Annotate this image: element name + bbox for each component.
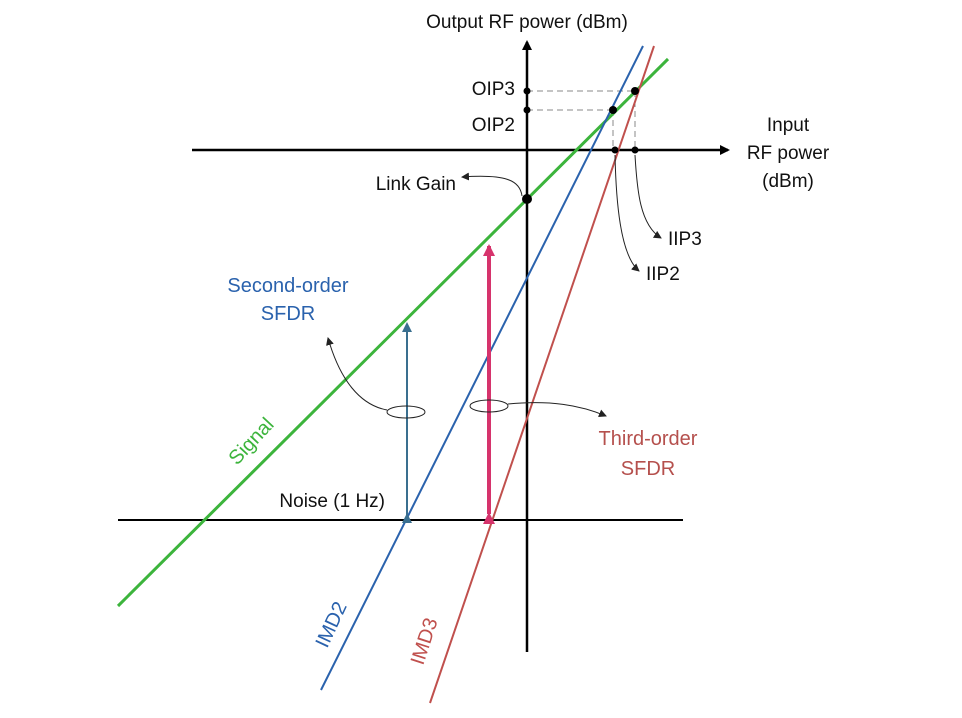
- x-axis-label-line3: (dBm): [762, 171, 814, 192]
- imd3-line: [429, 45, 655, 704]
- third-order-sfdr-marker: [469, 399, 509, 413]
- second-order-intercept-point: [609, 106, 617, 114]
- second-order-callout: [326, 337, 388, 411]
- iip3-point: [631, 146, 639, 154]
- third-order-sfdr-label-line2: SFDR: [621, 458, 675, 480]
- signal-label: Signal: [225, 414, 279, 470]
- imd2-line: [320, 45, 644, 691]
- third-order-intercept-point: [631, 87, 639, 95]
- oip2-point: [523, 106, 531, 114]
- y-axis-label: Output RF power (dBm): [426, 12, 628, 33]
- signal-line: [116, 57, 670, 608]
- second-order-sfdr-label-line2: SFDR: [261, 303, 315, 325]
- link-gain-point: [522, 194, 532, 204]
- iip3-callout: [634, 154, 662, 239]
- iip2-label: IIP2: [646, 264, 680, 285]
- x-axis-label-line2: RF power: [747, 143, 830, 164]
- imd3-label: IMD3: [407, 615, 443, 667]
- third-order-callout: [507, 402, 607, 417]
- third-order-sfdr-label-line1: Third-order: [599, 428, 698, 450]
- oip3-point: [523, 87, 531, 95]
- second-order-sfdr-marker: [386, 405, 426, 419]
- second-order-sfdr-label-line1: Second-order: [227, 275, 349, 297]
- link-gain-label: Link Gain: [376, 174, 456, 195]
- iip2-callout: [614, 154, 640, 272]
- imd2-label: IMD2: [312, 598, 352, 651]
- link-gain-callout: [461, 172, 523, 197]
- x-axis-label-line1: Input: [767, 115, 810, 136]
- iip2-point: [611, 146, 619, 154]
- noise-label: Noise (1 Hz): [279, 491, 385, 512]
- oip3-label: OIP3: [472, 79, 515, 100]
- oip2-label: OIP2: [472, 115, 515, 136]
- iip3-label: IIP3: [668, 229, 702, 250]
